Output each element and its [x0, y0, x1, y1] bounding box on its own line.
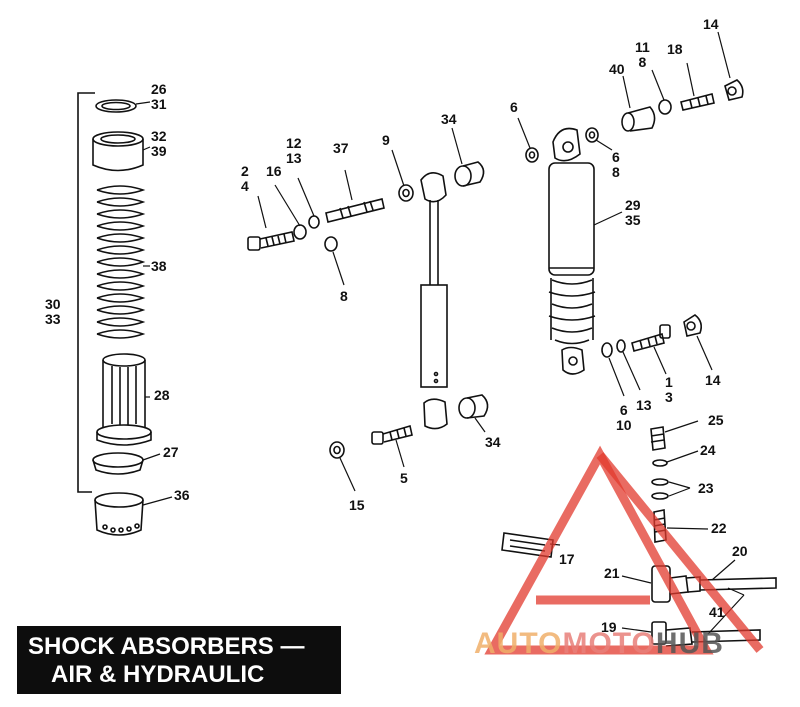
watermark-text: AUTOMOTOHUB [474, 627, 724, 661]
acorn-nut-part [683, 314, 702, 337]
bushing-part [454, 161, 485, 187]
callout-label: 26 31 [151, 81, 167, 112]
callout-label: 29 35 [625, 197, 641, 228]
callout-label: 5 [400, 470, 408, 486]
callout-label: 34 [485, 434, 501, 450]
callout-label: 6 [510, 99, 518, 115]
nut-part [329, 441, 345, 459]
callout-label: 36 [174, 487, 190, 503]
callout-label: 37 [333, 140, 349, 156]
callout-label: 34 [441, 111, 457, 127]
title-line-1: SHOCK ABSORBERS — [28, 633, 305, 660]
mounting-bolt-part [247, 231, 295, 251]
watermark-logo [484, 445, 764, 655]
acorn-nut-part [724, 79, 744, 101]
watermark-hub: HUB [655, 627, 724, 660]
watermark-moto: MOTO [562, 627, 656, 660]
callout-label: 14 [703, 16, 719, 32]
callout-label: 16 [266, 163, 282, 179]
stud-part [680, 93, 715, 111]
spring-seat-part [92, 452, 144, 475]
callout-label: 11 8 [635, 39, 650, 70]
mounting-bolt-part [371, 424, 413, 445]
callout-label: 21 [604, 565, 620, 581]
callout-label: 40 [609, 61, 625, 77]
bracket-line [77, 92, 95, 493]
valve-cap-part [650, 426, 666, 451]
callout-label: 17 [559, 551, 575, 567]
bushing-part [458, 394, 489, 419]
callout-label: 32 39 [151, 128, 167, 159]
callout-label: 41 [709, 604, 725, 620]
hose-fitting-part [651, 621, 761, 647]
retaining-ring-part [95, 99, 137, 113]
callout-label: 28 [154, 387, 170, 403]
spring-cage-part [96, 353, 152, 446]
washer-part [293, 224, 307, 240]
callout-label: 30 33 [45, 296, 61, 327]
callout-label: 38 [151, 258, 167, 274]
callout-label: 24 [700, 442, 716, 458]
callout-label: 27 [163, 444, 179, 460]
air-hose-part [699, 577, 777, 591]
callout-label: 22 [711, 520, 727, 536]
callout-label: 20 [732, 543, 748, 559]
callout-label: 2 4 [241, 163, 249, 194]
callout-label: 8 [340, 288, 348, 304]
callout-label: 25 [708, 412, 724, 428]
decal-part [501, 532, 554, 558]
watermark-auto: AUTO [474, 627, 563, 660]
spring-cap-part [92, 131, 144, 172]
callout-label: 6 10 [616, 402, 632, 433]
callout-label: 15 [349, 497, 365, 513]
dust-cover-part [94, 492, 144, 536]
callout-label: 23 [698, 480, 714, 496]
callout-label: 6 8 [612, 149, 620, 180]
lock-washer-part [308, 215, 320, 229]
callout-label: 18 [667, 41, 683, 57]
diagram-title: SHOCK ABSORBERS — AIR & HYDRAULIC [17, 626, 341, 694]
callout-label: 13 [636, 397, 652, 413]
callout-label: 19 [601, 619, 617, 635]
callout-label: 12 13 [286, 135, 302, 166]
shock-absorber-part [548, 127, 596, 375]
spacer-part [621, 106, 656, 132]
coil-spring-part [96, 185, 146, 339]
callout-label: 14 [705, 372, 721, 388]
callout-label: 9 [382, 132, 390, 148]
callout-label: 1 3 [665, 374, 673, 405]
stud-part [325, 198, 385, 223]
hydraulic-damper-part [420, 172, 448, 430]
mounting-bolt-part [631, 324, 671, 352]
title-line-2: AIR & HYDRAULIC [51, 661, 265, 688]
